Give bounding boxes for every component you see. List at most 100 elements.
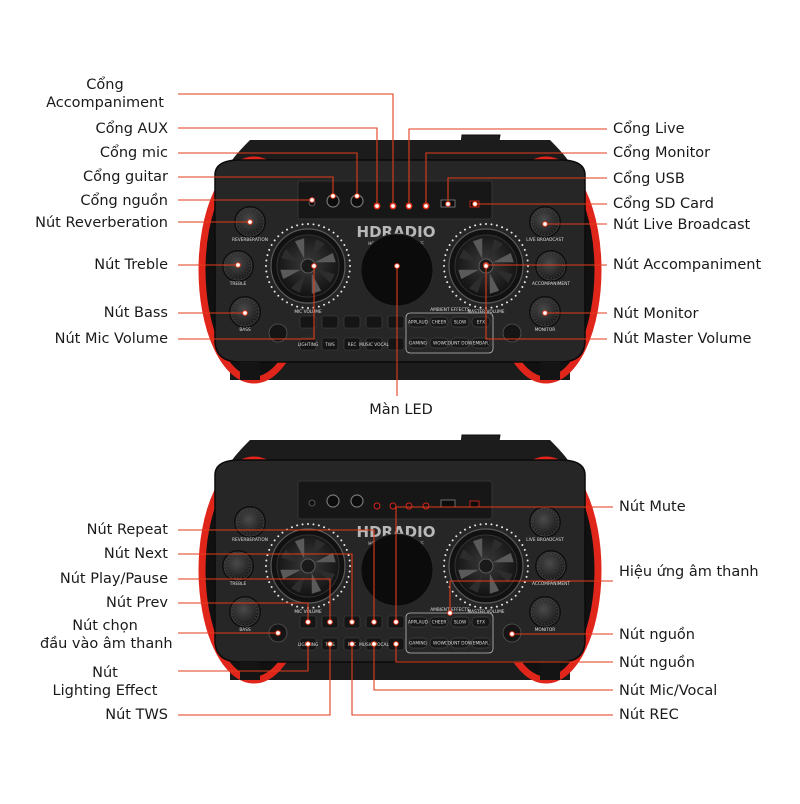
speaker-bottom-treble-knob-grip	[231, 554, 233, 557]
speaker-bottom-master-volume-knob-led	[479, 523, 482, 526]
speaker-top-live-knob-grip	[547, 232, 549, 235]
speaker-bottom-master-volume-knob-led	[521, 544, 524, 546]
speaker-bottom-master-volume-knob-led	[446, 581, 449, 584]
callout-accompaniment-knob: Nút Accompaniment	[613, 257, 762, 273]
speaker-top-monitor-knob-grip	[550, 321, 552, 324]
callout-line-1: Nút	[92, 665, 118, 681]
speaker-top-reverb-knob-grip	[257, 229, 260, 232]
speaker-bottom-live-knob-grip	[538, 510, 540, 513]
speaker-top-monitor-knob-grip	[533, 317, 536, 319]
speaker-bottom-live-knob-cap	[530, 507, 560, 537]
speaker-bottom-mic-volume-knob-led	[290, 526, 293, 529]
speaker-bottom-mic-volume-knob-led	[345, 581, 348, 584]
speaker-top-reverb-knob-grip	[237, 224, 240, 226]
speaker-bottom-master-volume-knob-led	[464, 528, 466, 531]
speaker-bottom-treble-knob-grip	[226, 559, 229, 561]
speaker-bottom-mic-volume-knob-led	[323, 526, 326, 529]
speaker-top-mic-volume-knob-led	[281, 298, 284, 301]
speaker-top-treble-knob-grip	[245, 273, 248, 276]
speaker-top-master-volume-knob-led	[501, 226, 504, 229]
speaker-top-lbl-effect: CHEER	[432, 320, 447, 326]
speaker-bottom-reverb-knob-grip	[259, 527, 262, 529]
leader-aux-port-dot	[374, 203, 380, 209]
speaker-top-treble-knob-grip	[226, 259, 229, 261]
speaker-top-live-knob-grip	[541, 232, 543, 235]
speaker-top-transport-button	[387, 315, 405, 329]
speaker-top-brand: HDRADIO	[357, 223, 436, 241]
speaker-bottom-accomp-knob-grip	[544, 575, 546, 578]
speaker-top-bass-knob-grip	[235, 302, 238, 305]
speaker-top-accomp-knob-cap	[536, 251, 566, 281]
speaker-top-mic-volume-knob-led	[343, 244, 346, 246]
speaker-top-treble-knob-grip	[248, 262, 251, 264]
speaker-top-mic-volume-knob-led	[328, 228, 330, 231]
leader-live-port	[408, 128, 607, 206]
speaker-bottom-master-volume-knob-led	[464, 601, 466, 604]
speaker-top-treble-knob-grip	[245, 256, 248, 259]
speaker-top-accomp-knob-grip	[547, 276, 549, 279]
speaker-bottom-bass-knob	[229, 596, 261, 628]
speaker-bottom-mic-volume-knob-led	[343, 586, 346, 588]
speaker-bottom-treble-knob-grip	[247, 559, 250, 561]
speaker-top-transport-button	[343, 315, 361, 329]
speaker-bottom-mic-volume-knob-led	[277, 535, 280, 538]
speaker-top-live-knob-grip	[547, 209, 549, 212]
speaker-top-master-volume-knob-led	[506, 301, 508, 304]
speaker-bottom-effect-button	[429, 637, 449, 649]
speaker-bottom-bass-knob-grip	[250, 600, 252, 603]
speaker-bottom-mic-volume-knob-led	[343, 544, 346, 546]
speaker-bottom-effect-button	[408, 637, 428, 649]
speaker-top-bass-knob-grip	[232, 308, 235, 310]
speaker-top-mic-volume-knob-led	[348, 259, 351, 262]
speaker-top-mic-volume-knob-blade	[291, 273, 306, 293]
speaker-top-accomp-knob-grip	[544, 254, 546, 257]
speaker-top-lbl-accomp: ACCOMPANIMENT	[532, 281, 570, 287]
speaker-bottom-treble-knob-grip	[231, 575, 233, 578]
speaker-top-live-knob-grip	[535, 229, 538, 232]
speaker-bottom-monitor-knob-grip	[533, 617, 536, 619]
leader-master-volume-knob	[485, 266, 607, 340]
speaker-bottom-reverb-knob-grip	[255, 531, 257, 534]
speaker-top-monitor-knob-grip	[541, 322, 543, 325]
speaker-top-accomp-knob-grip	[556, 275, 558, 278]
speaker-bottom-master-volume-knob-blade	[488, 539, 503, 559]
speaker-bottom-accomp-knob-grip	[561, 562, 564, 564]
speaker-bottom-mic-volume-knob-led	[312, 523, 315, 526]
callout-line-2: đầu vào âm thanh	[40, 636, 173, 652]
speaker-top-master-volume-knob-led	[485, 223, 487, 225]
speaker-bottom-master-volume-knob-led	[527, 565, 529, 567]
speaker-top-accomp-knob-grip	[561, 262, 564, 264]
speaker-bottom-treble-knob-grip	[245, 573, 248, 576]
speaker-bottom-master-volume-knob-led	[525, 575, 528, 578]
speaker-top-mic-volume-knob-led	[312, 223, 315, 226]
speaker-top-treble-knob-grip	[240, 253, 242, 256]
speaker-top-accomp-knob-grip	[538, 262, 541, 264]
speaker-top-mic-volume-knob-led	[273, 290, 276, 293]
speaker-bottom-master-volume-knob-led	[444, 554, 447, 557]
callout-guitar-port: Cổng guitar	[83, 169, 168, 185]
speaker-bottom-live-knob-grip	[554, 515, 557, 517]
speaker-top-accomp-knob-grip	[558, 256, 561, 259]
speaker-bottom-mic-volume-knob-led	[307, 523, 309, 525]
speaker-top-accomp-knob-grip	[539, 271, 542, 273]
speaker-bottom-master-volume-knob-led	[523, 581, 526, 584]
leader-usb-port-dot	[445, 201, 451, 207]
speaker-bottom-master-volume-knob-led	[468, 526, 471, 529]
speaker-bottom-reverb-knob-grip	[252, 509, 254, 512]
speaker-top-bass-knob-grip	[247, 299, 249, 302]
speaker-top-live-knob-grip	[532, 218, 535, 220]
speaker-bottom-master-volume-knob-led	[510, 531, 513, 534]
speaker-top-treble-knob-grip	[231, 254, 233, 257]
speaker-bottom-monitor-knob-grip	[555, 608, 558, 610]
speaker-bottom-mic-volume-knob-led	[296, 605, 299, 608]
speaker-top-monitor-knob-grip	[541, 299, 543, 302]
speaker-bottom-monitor-knob-grip	[554, 617, 557, 619]
speaker-bottom-monitor-knob-grip	[538, 621, 540, 624]
speaker-top-effect-button	[429, 316, 449, 328]
speaker-bottom-mic-volume-knob-led	[265, 565, 267, 567]
speaker-bottom-mic-volume-knob-led	[301, 606, 304, 609]
speaker-top-live-knob-grip	[533, 227, 536, 229]
speaker-bottom-lbl-accomp: ACCOMPANIMENT	[532, 581, 570, 587]
speaker-bottom-reverb-knob-grip	[257, 512, 260, 515]
speaker-top-master-volume-knob-led	[446, 281, 449, 284]
